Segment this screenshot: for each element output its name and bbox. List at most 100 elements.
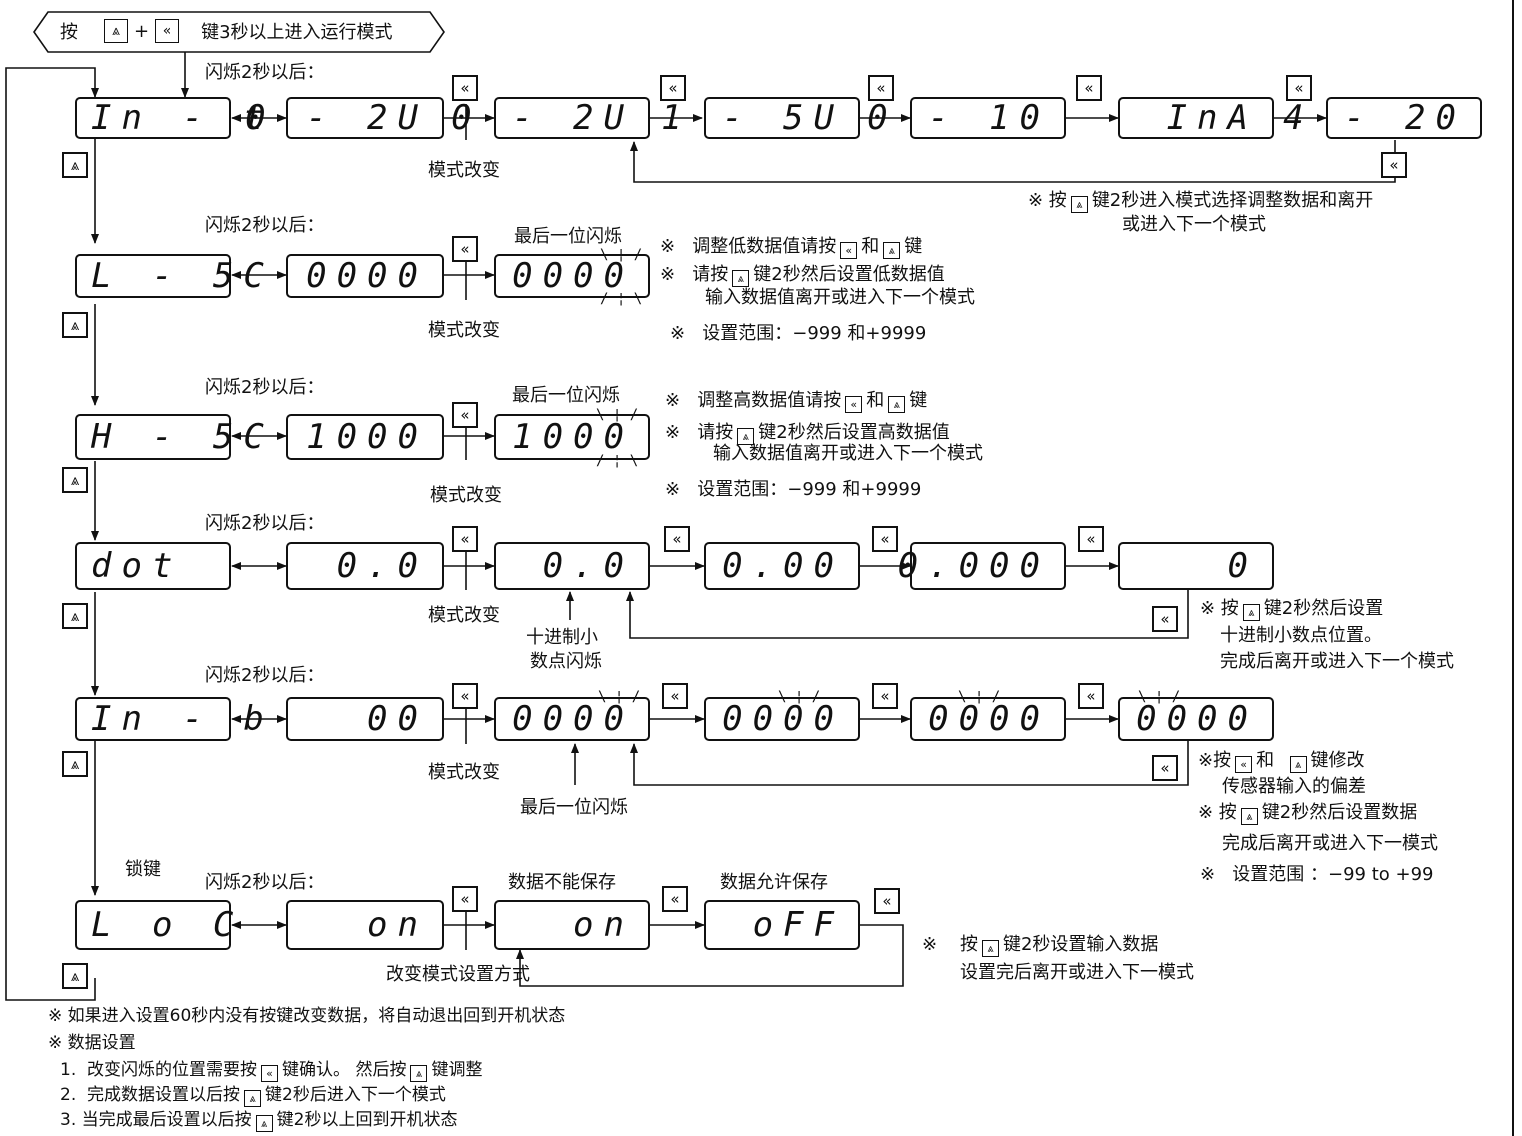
shift-key-icon: « <box>872 683 898 709</box>
shift-key-icon: « <box>1286 75 1312 101</box>
row3-note-1: ※ 调整高数据值请按«和⩓键 <box>665 390 928 413</box>
mode-change-label: 模式改变 <box>428 605 500 626</box>
row5-note-4: 完成后离开或进入下一模式 <box>1222 833 1438 854</box>
shift-key-icon: « <box>874 888 900 914</box>
up-key-icon: ⩓ <box>62 312 88 338</box>
up-key-icon: ⩓ <box>62 603 88 629</box>
blink-marks: \ ¦ / <box>778 689 821 705</box>
mode-change-label: 模式改变 <box>428 320 500 341</box>
up-key-icon: ⩓ <box>410 1065 428 1082</box>
shift-key-icon: « <box>1152 755 1178 781</box>
row3-note-3: 输入数据值离开或进入下一个模式 <box>713 443 983 464</box>
shift-key-icon: « <box>872 526 898 552</box>
row1-note: ※ 按⩓键2秒进入模式选择调整数据和离开 <box>1028 190 1374 213</box>
flash-label: 闪烁2秒以后： <box>205 872 325 893</box>
row6-note-2: 设置完后离开或进入下一模式 <box>960 962 1194 983</box>
shift-key-icon: « <box>452 683 478 709</box>
mode-change-label: 模式改变 <box>428 160 500 181</box>
display-h-sc: H - 5C <box>75 414 264 460</box>
last-digit-flash-label: 最后一位闪烁 <box>512 385 620 406</box>
display-4-20: 4 - 20 <box>1283 97 1482 139</box>
shift-key-icon: « <box>840 242 858 259</box>
up-key-icon: ⩓ <box>244 1090 262 1107</box>
display-l-sc: L - 5C <box>75 254 264 298</box>
last-digit-flash-label: 最后一位闪烁 <box>520 797 628 818</box>
up-key-icon: ⩓ <box>888 396 906 413</box>
display-0-0-flash: 0.0 <box>494 542 650 590</box>
frame-border <box>1512 0 1514 1136</box>
blink-marks: \ ¦ / <box>598 689 641 705</box>
up-key-icon: ⩓ <box>104 19 128 43</box>
row5-note-3: ※ 按⩓键2秒然后设置数据 <box>1198 802 1418 825</box>
allow-save-label: 数据允许保存 <box>720 872 828 893</box>
up-key-icon: ⩓ <box>62 152 88 178</box>
shift-key-icon: « <box>1152 606 1178 632</box>
shift-key-icon: « <box>452 75 478 101</box>
display-in-t: In - t <box>75 97 264 139</box>
up-key-icon: ⩓ <box>883 242 901 259</box>
row2-note-2: ※ 请按⩓键2秒然后设置低数据值 <box>660 264 945 287</box>
last-digit-flash-label: 最后一位闪烁 <box>514 226 622 247</box>
shift-key-icon: « <box>1076 75 1102 101</box>
footer-step-3: 3. 当完成最后设置以后按⩓键2秒以上回到开机状态 <box>60 1110 458 1132</box>
decimal-flash-label-2: 数点闪烁 <box>530 651 602 672</box>
row6-note-1: ※ 按⩓键2秒设置输入数据 <box>922 934 1159 957</box>
display-0-00: 0.00 <box>704 542 860 590</box>
display-in-b: In - b <box>75 697 264 741</box>
up-key-icon: ⩓ <box>1240 808 1258 825</box>
display-on-sel: on <box>494 900 650 950</box>
shift-key-icon: « <box>452 236 478 262</box>
row5-note-2: 传感器输入的偏差 <box>1222 776 1366 797</box>
row2-note-4: ※ 设置范围：−999 和+9999 <box>670 323 927 344</box>
row2-note-1: ※ 调整低数据值请按«和⩓键 <box>660 236 923 259</box>
flash-label: 闪烁2秒以后： <box>205 377 325 398</box>
blink-marks: \ ¦ / <box>958 689 1001 705</box>
footer-step-2: 2. 完成数据设置以后按⩓键2秒后进入下一个模式 <box>60 1085 446 1107</box>
up-key-icon: ⩓ <box>1289 756 1307 773</box>
display-off: oFF <box>704 900 860 950</box>
banner-plus: + <box>134 20 150 42</box>
banner-press: 按 <box>60 22 78 43</box>
display-on: on <box>286 900 444 950</box>
row3-note-4: ※ 设置范围：−999 和+9999 <box>665 479 922 500</box>
display-1000: 1000 <box>286 414 444 460</box>
shift-key-icon: « <box>662 683 688 709</box>
display-0: 0 <box>1118 542 1274 590</box>
banner-text: 键3秒以上进入运行模式 <box>201 22 393 43</box>
up-key-icon: ⩓ <box>732 270 750 287</box>
row2-note-3: 输入数据值离开或进入下一个模式 <box>705 287 975 308</box>
display-0-2v-sel: 0 - 2U <box>451 97 650 139</box>
blink-marks: \ ¦ / <box>596 407 639 423</box>
blink-marks: \ ¦ / <box>1138 689 1181 705</box>
shift-key-icon: « <box>261 1065 279 1082</box>
display-0-0: 0.0 <box>286 542 444 590</box>
up-key-icon: ⩓ <box>737 428 755 445</box>
flash-label: 闪烁2秒以后： <box>205 513 325 534</box>
display-dot: dot <box>75 542 231 590</box>
shift-key-icon: « <box>452 402 478 428</box>
cannot-save-label: 数据不能保存 <box>508 872 616 893</box>
row3-note-2: ※ 请按⩓键2秒然后设置高数据值 <box>665 422 950 445</box>
row4-note-1: ※ 按⩓键2秒然后设置 <box>1200 598 1384 621</box>
footer-step-1: 1. 改变闪烁的位置需要按«键确认。 然后按⩓键调整 <box>60 1060 483 1082</box>
lock-key-label: 锁键 <box>125 859 161 880</box>
display-ina: InA <box>1118 97 1274 139</box>
decimal-flash-label-1: 十进制小 <box>526 627 598 648</box>
up-key-icon: ⩓ <box>62 467 88 493</box>
footer-note-2: ※ 数据设置 <box>48 1033 136 1053</box>
row4-note-3: 完成后离开或进入下一个模式 <box>1220 651 1454 672</box>
flash-label: 闪烁2秒以后： <box>205 62 325 83</box>
change-mode-method-label: 改变模式设置方式 <box>386 964 530 985</box>
footer-note-1: ※ 如果进入设置60秒内没有按键改变数据，将自动退出回到开机状态 <box>48 1006 566 1026</box>
shift-key-icon: « <box>1381 152 1407 178</box>
blink-marks: \ ¦ / <box>600 247 643 263</box>
mode-change-label: 模式改变 <box>430 485 502 506</box>
display-0-10: 0 - 10 <box>867 97 1066 139</box>
shift-key-icon: « <box>664 526 690 552</box>
up-key-icon: ⩓ <box>255 1115 273 1132</box>
row1-note-2: 或进入下一个模式 <box>1122 214 1266 235</box>
shift-key-icon: « <box>1078 526 1104 552</box>
display-0000-flash: 0000 <box>494 254 650 298</box>
flash-label: 闪烁2秒以后： <box>205 215 325 236</box>
